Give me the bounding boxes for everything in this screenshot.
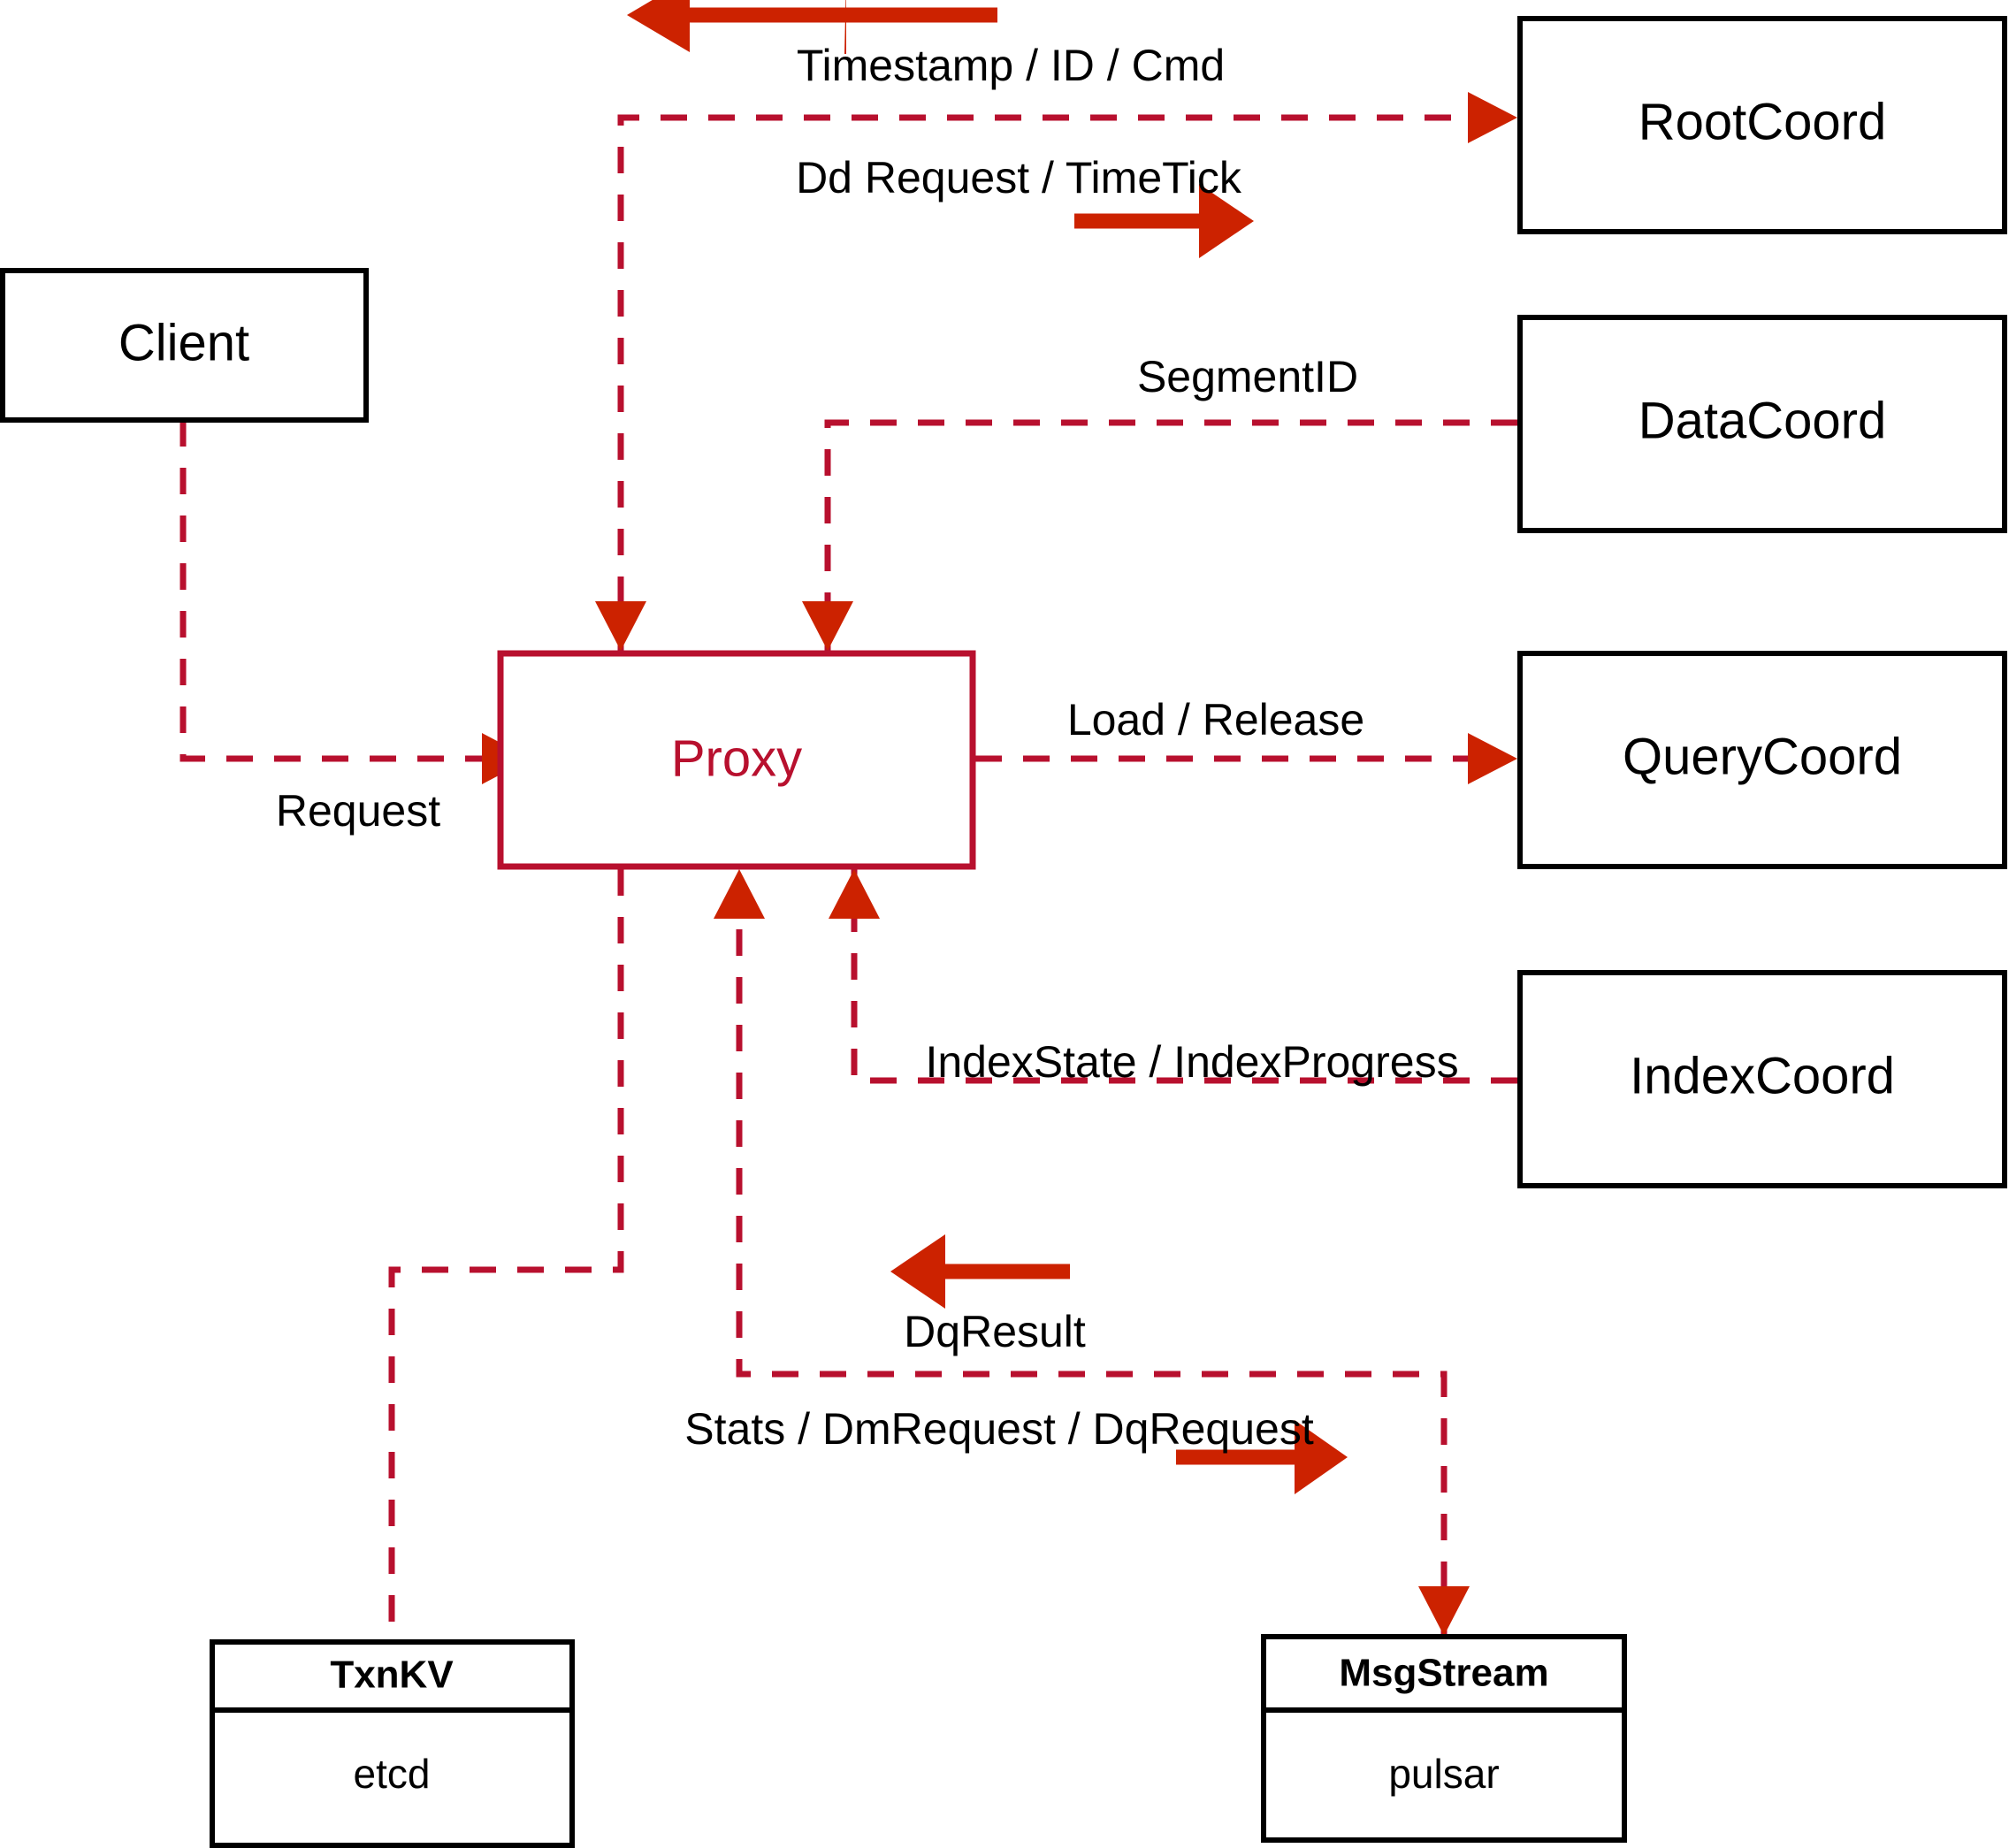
node-msgstream-impl: pulsar: [1388, 1751, 1499, 1797]
edge-indexcoord-proxy: [829, 869, 1517, 1084]
direction-arrow-head-ddrequest: [1199, 184, 1254, 258]
direction-arrow-head-timestamp: [627, 0, 690, 52]
edge-proxy-txnkv: [388, 869, 624, 1641]
edge-path-proxy-msgstream: [736, 869, 1448, 1636]
edge-msgstream-proxy: [714, 869, 1470, 1636]
node-client-box[interactable]: [0, 268, 369, 423]
edge-label-dq-result: DqResult: [904, 1307, 1086, 1356]
arrowhead-into-rootcoord: [1468, 92, 1517, 143]
node-rootcoord-label: RootCoord: [1639, 93, 1886, 150]
node-proxy[interactable]: Proxy: [497, 650, 976, 870]
edge-label-load-release: Load / Release: [1067, 695, 1364, 745]
node-datacoord-label: DataCoord: [1639, 392, 1886, 449]
node-indexcoord[interactable]: IndexCoord: [1517, 970, 2007, 1188]
node-querycoord-label: QueryCoord: [1623, 728, 1902, 785]
node-msgstream-box[interactable]: [1261, 1634, 1627, 1843]
node-proxy-box[interactable]: [497, 650, 976, 870]
node-datacoord[interactable]: DataCoord: [1517, 315, 2007, 533]
edge-proxy-querycoord: [975, 733, 1517, 784]
edge-label-timestamp-id-cmd: Timestamp / ID / Cmd: [797, 41, 1225, 90]
edge-path-datacoord-proxy: [824, 419, 1517, 651]
node-querycoord-box[interactable]: [1517, 651, 2007, 869]
direction-arrow-timestamp-id-cmd: [690, 0, 997, 54]
edge-proxy-rootcoord: [595, 92, 1517, 651]
edge-label-stats-dm-dq: Stats / DmRequest / DqRequest: [684, 1404, 1314, 1454]
node-datacoord-box[interactable]: [1517, 315, 2007, 533]
node-client[interactable]: Client: [0, 268, 369, 423]
node-txnkv-box[interactable]: [210, 1639, 575, 1848]
arrowhead-into-proxy-bottom-right: [829, 869, 880, 919]
node-txnkv-impl: etcd: [354, 1751, 431, 1797]
node-msgstream-title: MsgStream: [1339, 1652, 1548, 1695]
node-txnkv-title: TxnKV: [330, 1653, 454, 1697]
node-txnkv[interactable]: TxnKV etcd: [210, 1639, 575, 1848]
node-msgstream[interactable]: MsgStream pulsar: [1261, 1634, 1627, 1843]
node-proxy-label: Proxy: [671, 729, 802, 787]
edge-path-client-proxy: [180, 420, 482, 762]
direction-arrow-head-stats: [1295, 1420, 1348, 1494]
arrowhead-into-msgstream: [1418, 1586, 1470, 1636]
node-querycoord[interactable]: QueryCoord: [1517, 651, 2007, 869]
direction-arrow-stats-dm-dq: [1176, 1420, 1348, 1494]
edge-client-proxy: [180, 420, 531, 784]
direction-arrow-head-dqresult: [890, 1234, 945, 1309]
edge-path-proxy-txnkv: [388, 869, 624, 1641]
direction-arrow-dqresult: [890, 1234, 1070, 1309]
node-indexcoord-box[interactable]: [1517, 970, 2007, 1188]
edge-label-index-state-progress: IndexState / IndexProgress: [925, 1037, 1458, 1087]
edge-path-proxy-rootcoord: [617, 114, 1468, 651]
node-rootcoord-box[interactable]: [1517, 16, 2007, 234]
edge-label-request: Request: [276, 786, 440, 836]
arrowhead-into-proxy-bottom-left: [714, 869, 765, 919]
arrowhead-into-querycoord: [1468, 733, 1517, 784]
node-client-label: Client: [118, 314, 249, 371]
edge-label-dd-request-timetick: Dd Request / TimeTick: [796, 153, 1242, 202]
direction-arrow-dd-request-timetick: [1074, 184, 1254, 258]
spacer: [844, 0, 846, 54]
node-indexcoord-label: IndexCoord: [1630, 1047, 1895, 1104]
edge-datacoord-proxy: [802, 419, 1517, 651]
arrowhead-into-proxy-top-right: [802, 601, 853, 651]
edge-label-segment-id: SegmentID: [1137, 352, 1358, 401]
arrowhead-into-proxy-top-left: [595, 601, 646, 651]
node-rootcoord[interactable]: RootCoord: [1517, 16, 2007, 234]
